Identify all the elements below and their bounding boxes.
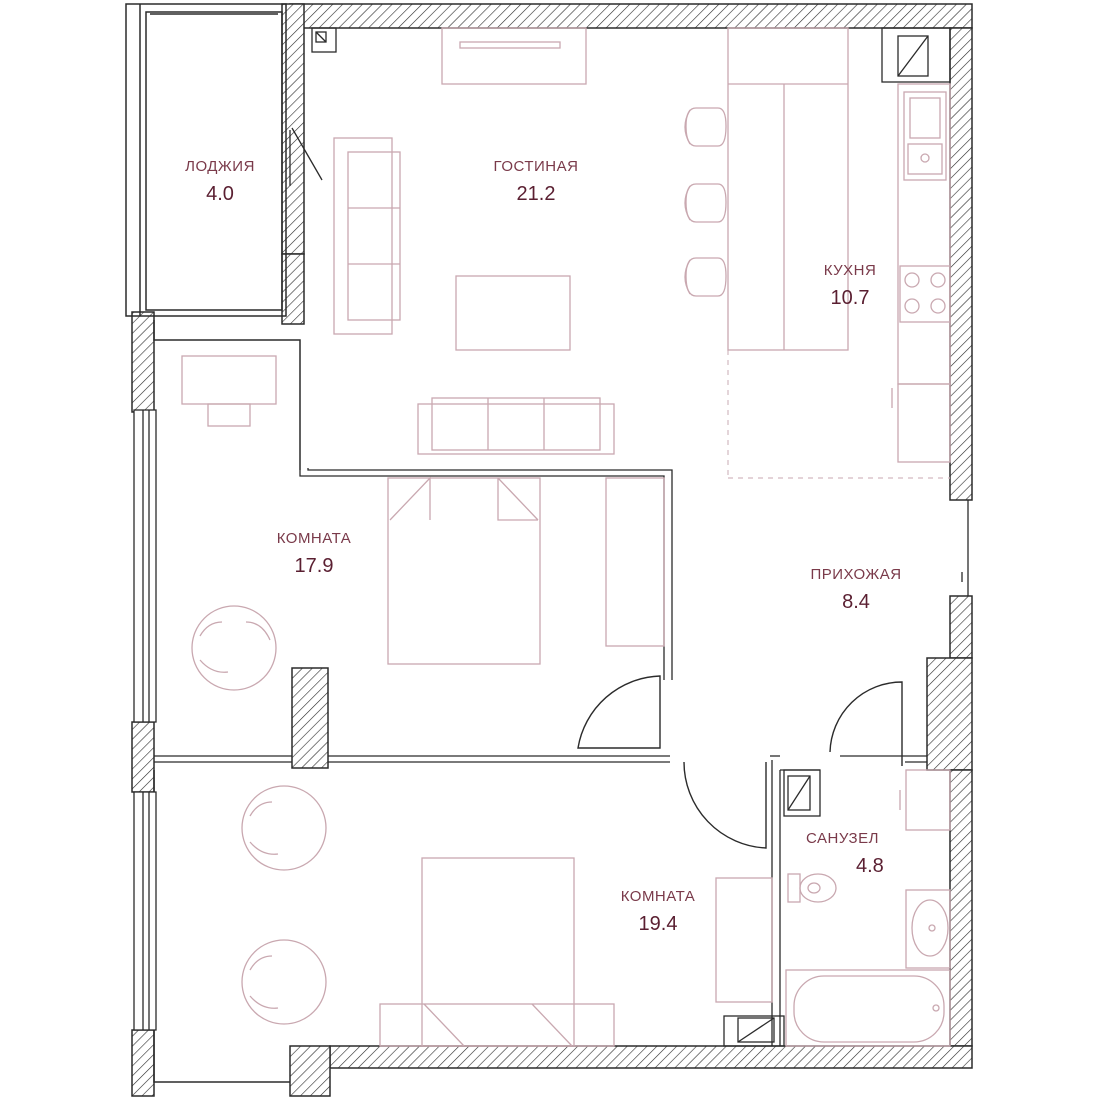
entrance-door[interactable] [961,500,969,596]
bathtub [785,969,951,1047]
room-name-kitchen: КУХНЯ [823,262,877,279]
doors [577,675,903,849]
room-name-loggia: ЛОДЖИЯ [185,158,255,175]
wall-right-column [926,657,973,771]
wall-right-lower [949,769,973,1047]
bed-room1 [387,477,541,665]
armchair-room1 [191,605,277,691]
window-room2 [133,791,157,1031]
wardrobe-room1 [605,477,665,647]
kitchen-island [727,27,849,351]
sink [903,91,947,181]
door-room1 [577,675,661,749]
column-center [291,667,329,769]
room-area-room2: 19.4 [638,913,678,935]
sofa-left [333,137,393,335]
room-area-room1: 17.9 [294,555,334,577]
window-room1 [133,409,157,723]
armchair-room2-top [241,785,327,871]
room-name-room2: КОМНАТА [620,888,696,905]
room-area-loggia: 4.0 [206,183,234,205]
bath-cabinet [905,769,951,831]
room-name-room1: КОМНАТА [276,530,352,547]
left-windows [133,409,157,1031]
bed-room2 [421,857,575,1047]
tv [459,41,561,49]
armchair-room2-bottom [241,939,327,1025]
bar-stool-2 [685,183,727,223]
room-area-living: 21.2 [516,183,556,205]
room-name-bath: САНУЗЕЛ [806,830,879,847]
ventilation-shafts [311,27,951,1047]
kitchen-counter [897,83,951,385]
bar-stool-1 [685,107,727,147]
wardrobe-room2 [715,877,773,1003]
coffee-table [455,275,571,351]
desk [181,355,277,405]
wall-left-mid [131,721,155,793]
toilet-tank [787,873,801,903]
toilet [799,873,837,903]
wall-left-column [131,311,155,413]
wall-bottom [329,1045,973,1069]
wall-left-bottom [131,1029,155,1097]
room-name-hall: ПРИХОЖАЯ [810,566,902,583]
tv-stand [441,27,587,85]
door-room2 [683,761,767,849]
room-area-bath: 4.8 [856,855,884,877]
fridge [897,383,951,463]
room-name-living: ГОСТИНАЯ [493,158,579,175]
wall-top [289,3,973,29]
wall-right-mid [949,595,973,659]
sofa-bottom [417,403,615,455]
kitchen-zone-dashed [727,350,950,479]
loggia-door[interactable] [289,127,323,186]
wall-right-upper [949,27,973,501]
room2-outline [153,320,301,1083]
bath-sink [905,889,951,969]
wall-bottom-left [289,1045,331,1097]
desk-chair [207,403,251,427]
cooktop [899,265,951,323]
room-area-kitchen: 10.7 [830,287,870,309]
room-area-hall: 8.4 [842,591,870,613]
exterior-walls [131,3,973,1097]
furniture [181,27,951,1047]
door-bath [829,681,903,753]
bar-stool-3 [685,257,727,297]
loggia-frame [125,3,287,317]
